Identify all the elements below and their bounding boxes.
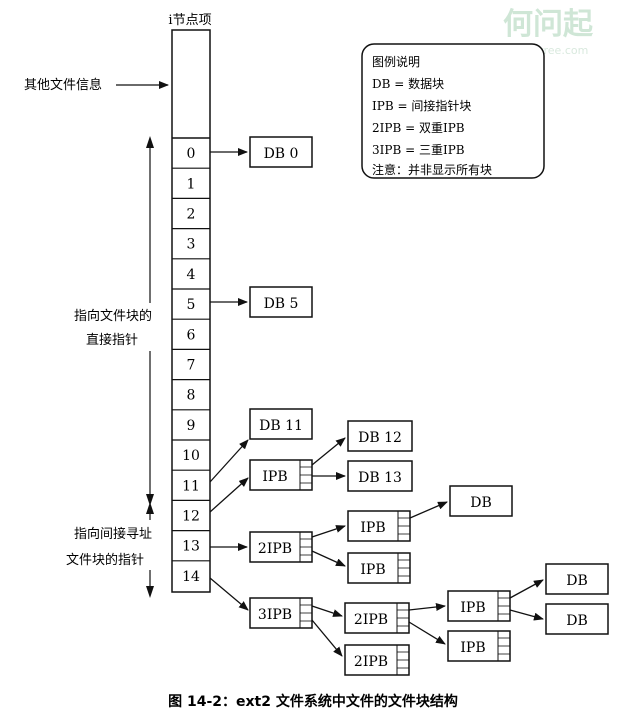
legend-title: 图例说明 <box>372 54 420 69</box>
pointer-arrow <box>509 609 544 621</box>
double-indirect-block-a-label: 2IPB <box>354 612 388 628</box>
data-block-db0 <box>249 136 313 168</box>
indirect-block-b-label: IPB <box>360 562 385 578</box>
indirect-block-a <box>347 510 411 542</box>
inode-slot-6: 6 <box>187 327 196 343</box>
data-block-b <box>545 563 609 595</box>
indirect-block-b <box>347 552 411 584</box>
inode-slot-13: 13 <box>182 539 200 555</box>
legend-line: DB = 数据块 <box>372 76 444 91</box>
pointer-arrow <box>311 550 346 567</box>
inode-slot-2: 2 <box>187 207 196 223</box>
data-block-db0-label: DB 0 <box>264 146 299 162</box>
pointer-arrow <box>409 501 448 519</box>
pointer-arrow <box>209 477 249 513</box>
pointer-arrow <box>311 525 346 538</box>
indirect-block-ipb-label: IPB <box>262 469 287 485</box>
watermark-logo: 何问起 <box>503 7 594 42</box>
data-block-db12 <box>347 420 413 452</box>
inode-slot-7: 7 <box>187 358 196 374</box>
inode-slot-10: 10 <box>182 448 200 464</box>
double-indirect-block-13-label: 2IPB <box>258 541 292 557</box>
data-block-b-label: DB <box>566 573 588 589</box>
pointer-arrow <box>509 579 544 599</box>
indirect-label-line1: 指向间接寻址 <box>74 526 152 542</box>
pointer-arrow <box>209 577 249 611</box>
inode-slot-0: 0 <box>187 146 196 162</box>
inode-slot-5: 5 <box>187 297 196 313</box>
triple-indirect-block-label: 3IPB <box>258 607 292 623</box>
data-block-db12-label: DB 12 <box>358 430 402 446</box>
legend-box: 图例说明 DB = 数据块 IPB = 间接指针块 2IPB = 双重IPB 3… <box>361 43 545 179</box>
pointer-arrow <box>311 437 346 466</box>
data-block-db5 <box>249 286 313 318</box>
inode-slot-11: 11 <box>182 478 200 494</box>
double-indirect-block-b-label: 2IPB <box>354 654 388 670</box>
data-block-c-label: DB <box>566 613 588 629</box>
pointer-arrow <box>311 605 343 617</box>
pointer-arrow <box>408 621 446 645</box>
indirect-block-d <box>447 630 511 662</box>
indirect-block-a-label: IPB <box>360 520 385 536</box>
inode-slot-9: 9 <box>187 418 196 434</box>
inode-slot-8: 8 <box>187 388 196 404</box>
inode-slot-1: 1 <box>187 176 196 192</box>
legend-line: 注意：并非显示所有块 <box>372 162 492 177</box>
triple-indirect-block <box>249 597 313 629</box>
legend-line: IPB = 间接指针块 <box>372 98 471 113</box>
inode-slot-12: 12 <box>182 509 200 525</box>
legend-line: 2IPB = 双重IPB <box>372 121 465 135</box>
inode-header: i节点项 <box>168 13 211 28</box>
direct-label-line2: 直接指针 <box>86 332 138 348</box>
data-block-a <box>449 485 513 517</box>
data-block-db13 <box>347 460 413 492</box>
double-indirect-block-b <box>344 644 410 676</box>
inode-slot-14: 14 <box>182 569 200 585</box>
pointer-arrow <box>209 439 249 483</box>
pointer-arrow <box>408 603 446 611</box>
data-block-c <box>545 603 609 635</box>
indirect-block-ipb <box>249 459 313 491</box>
direct-label-line1: 指向文件块的 <box>74 308 152 324</box>
double-indirect-block-a <box>344 602 410 634</box>
other-info-label: 其他文件信息 <box>24 77 102 93</box>
data-block-db11 <box>249 408 313 440</box>
data-block-db11-label: DB 11 <box>259 418 303 434</box>
inode-slot-3: 3 <box>187 237 196 253</box>
indirect-block-c-label: IPB <box>460 600 485 616</box>
data-block-a-label: DB <box>470 495 492 511</box>
legend-line: 3IPB = 三重IPB <box>372 143 465 157</box>
indirect-block-d-label: IPB <box>460 640 485 656</box>
figure-caption: 图 14-2：ext2 文件系统中文件的文件块结构 <box>168 693 458 710</box>
indirect-label-line2: 文件块的指针 <box>66 552 144 568</box>
double-indirect-block-13 <box>249 531 313 563</box>
inode-slot-4: 4 <box>187 267 196 283</box>
indirect-block-c <box>447 590 511 622</box>
data-block-db13-label: DB 13 <box>358 470 402 486</box>
data-block-db5-label: DB 5 <box>264 296 299 312</box>
pointer-arrow <box>311 619 343 657</box>
